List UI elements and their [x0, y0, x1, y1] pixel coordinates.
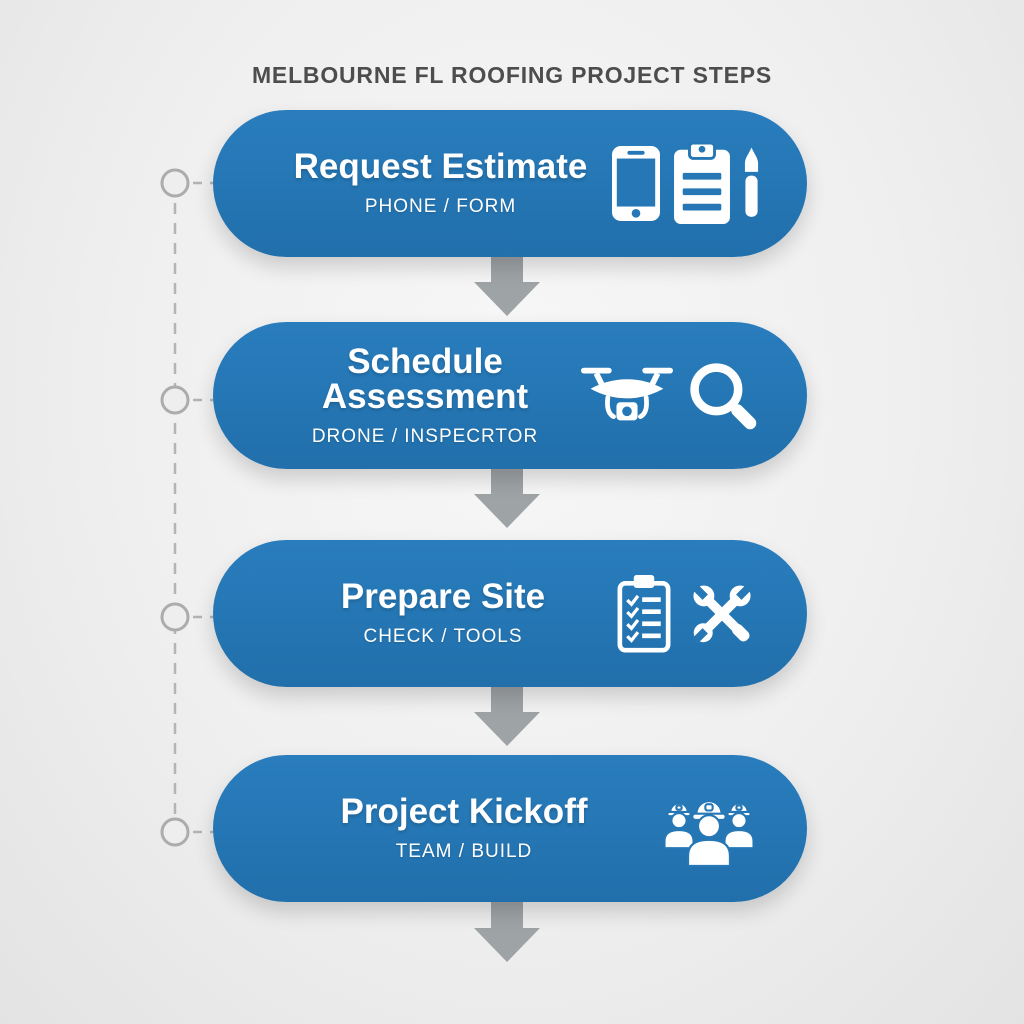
step-pill-prepare-site: Prepare Site CHECK / TOOLS: [213, 540, 807, 687]
down-arrow-icon: [474, 252, 540, 316]
smartphone-icon: [612, 146, 660, 221]
page-title: MELBOURNE FL ROOFING PROJECT STEPS: [251, 62, 773, 88]
down-arrow-icon: [474, 682, 540, 746]
checklist-clipboard-icon: [617, 574, 671, 653]
step-subtitle: PHONE / FORM: [364, 196, 517, 217]
step-icons: [617, 574, 807, 653]
step-pill-request-estimate: Request Estimate PHONE / FORM: [213, 110, 807, 257]
workers-team-icon: [663, 799, 755, 867]
step-heading: Prepare Site: [340, 577, 546, 616]
crossed-tools-icon: [692, 583, 752, 644]
step-text-block: Prepare Site CHECK / TOOLS: [213, 579, 617, 648]
pen-icon: [744, 146, 759, 217]
step-heading: Request Estimate: [293, 147, 588, 186]
timeline-node-circle: [160, 168, 190, 198]
timeline-node-circle: [160, 385, 190, 415]
step-text-block: Request Estimate PHONE / FORM: [213, 149, 612, 218]
step-icons: [581, 360, 807, 432]
timeline-node-circle: [160, 817, 190, 847]
magnifying-glass-icon: [690, 362, 757, 429]
step-icons: [612, 143, 807, 224]
step-text-block: Schedule Assessment DRONE / INSPECRTOR: [213, 344, 581, 448]
step-heading: Project Kickoff: [340, 792, 588, 831]
step-heading: Schedule Assessment: [321, 341, 529, 416]
drone-icon: [581, 367, 673, 421]
timeline-node-circle: [160, 602, 190, 632]
step-pill-project-kickoff: Project Kickoff TEAM / BUILD: [213, 755, 807, 902]
step-subtitle: TEAM / BUILD: [395, 841, 533, 862]
step-subtitle: DRONE / INSPECRTOR: [311, 425, 539, 447]
clipboard-icon: [674, 143, 730, 224]
down-arrow-icon: [474, 898, 540, 962]
step-pill-schedule-assessment: Schedule Assessment DRONE / INSPECRTOR: [213, 322, 807, 469]
step-subtitle: CHECK / TOOLS: [363, 626, 523, 647]
step-text-block: Project Kickoff TEAM / BUILD: [213, 794, 659, 863]
down-arrow-icon: [474, 464, 540, 528]
step-icons: [659, 787, 807, 871]
